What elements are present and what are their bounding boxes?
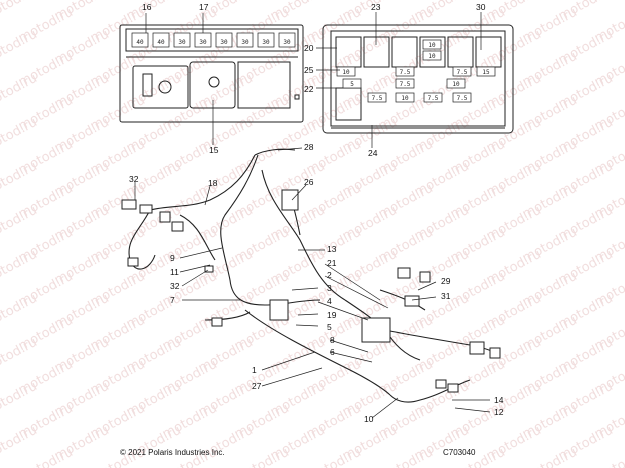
- fuse-slot: [173, 32, 191, 48]
- fuse-rating: 30: [220, 39, 228, 46]
- fuse-rating: 40: [136, 39, 144, 46]
- callout-11: 11: [170, 267, 179, 277]
- fuse-rating: 30: [283, 39, 291, 46]
- callout-12: 12: [494, 407, 504, 417]
- leader-lines: [134, 12, 491, 419]
- fuse-slot: [395, 66, 415, 77]
- callout-7: 7: [170, 295, 175, 305]
- callout-28: 28: [304, 142, 314, 152]
- left-power-distribution-box: [119, 24, 304, 123]
- fuse-slot: [215, 32, 233, 48]
- fuse-slot: [131, 32, 149, 48]
- left-fuse-row: 40 40 30 30 30 30 30 30: [131, 32, 296, 48]
- fuse-rating: 10: [401, 95, 409, 102]
- fuse-slot: [395, 78, 415, 89]
- callout-19: 19: [327, 310, 337, 320]
- callout-27: 27: [252, 381, 262, 391]
- callout-24: 24: [368, 148, 378, 158]
- callout-30: 30: [476, 2, 486, 12]
- callout-3: 3: [327, 283, 332, 293]
- callout-5: 5: [327, 322, 332, 332]
- fuse-slot: [342, 78, 362, 89]
- right-fuse-box: [322, 24, 514, 134]
- fuse-slot: [476, 66, 496, 77]
- fuse-rating: 30: [178, 39, 186, 46]
- fuse-rating: 10: [428, 42, 436, 49]
- callout-32: 32: [170, 281, 180, 291]
- fuse-slot: [452, 92, 472, 103]
- fuse-slot: [422, 39, 442, 50]
- fuse-slot: [236, 32, 254, 48]
- callout-23: 23: [371, 2, 381, 12]
- callout-32: 32: [129, 174, 139, 184]
- fuse-slot: [446, 78, 466, 89]
- callout-9: 9: [170, 253, 175, 263]
- figure-code: C703040: [443, 448, 476, 457]
- callout-22: 22: [304, 84, 314, 94]
- callout-16: 16: [142, 2, 152, 12]
- callout-21: 21: [327, 258, 337, 268]
- fuse-rating: 7.5: [457, 69, 468, 76]
- callout-10: 10: [364, 414, 374, 424]
- callout-14: 14: [494, 395, 504, 405]
- fuse-rating: 7.5: [428, 95, 439, 102]
- fuse-slot: [423, 92, 443, 103]
- fuse-slot: [278, 32, 296, 48]
- fuse-rating: 30: [262, 39, 270, 46]
- fuse-rating: 10: [428, 53, 436, 60]
- fuse-rating: 15: [482, 69, 490, 76]
- fuse-rating: 7.5: [372, 95, 383, 102]
- fuse-slot: [395, 92, 415, 103]
- callout-20: 20: [304, 43, 314, 53]
- fuse-rating: 10: [452, 81, 460, 88]
- harness-connectors: [121, 189, 501, 393]
- fuse-slot: [336, 66, 356, 77]
- callout-31: 31: [441, 291, 451, 301]
- callout-15: 15: [209, 145, 219, 155]
- callout-4: 4: [327, 296, 332, 306]
- fuse-slot: [257, 32, 275, 48]
- callout-26: 26: [304, 177, 314, 187]
- fuse-rating: 7.5: [400, 81, 411, 88]
- fuse-rating: 10: [342, 69, 350, 76]
- fuse-rating: 30: [199, 39, 207, 46]
- callout-6: 6: [330, 347, 335, 357]
- copyright-text: © 2021 Polaris Industries Inc.: [120, 448, 225, 457]
- callout-17: 17: [199, 2, 209, 12]
- fuse-rating: 7.5: [457, 95, 468, 102]
- fuse-slot: [452, 66, 472, 77]
- fuse-slot: [152, 32, 170, 48]
- fuse-slot: [367, 92, 387, 103]
- fuse-rating: 7.5: [400, 69, 411, 76]
- fuse-slot: [422, 50, 442, 61]
- callout-8: 8: [330, 335, 335, 345]
- fuse-rating: 30: [241, 39, 249, 46]
- fuse-rating: 40: [157, 39, 165, 46]
- callout-25: 25: [304, 65, 314, 75]
- right-fuse-grid: 10 10 10 10 7.5 7.5 15 5 7.5 7.5 10 7.5 7.5: [336, 39, 496, 103]
- fuse-rating: 5: [350, 81, 354, 88]
- callout-1: 1: [252, 365, 257, 375]
- callout-18: 18: [208, 178, 218, 188]
- callout-29: 29: [441, 276, 451, 286]
- callout-2: 2: [327, 270, 332, 280]
- callout-13: 13: [327, 244, 337, 254]
